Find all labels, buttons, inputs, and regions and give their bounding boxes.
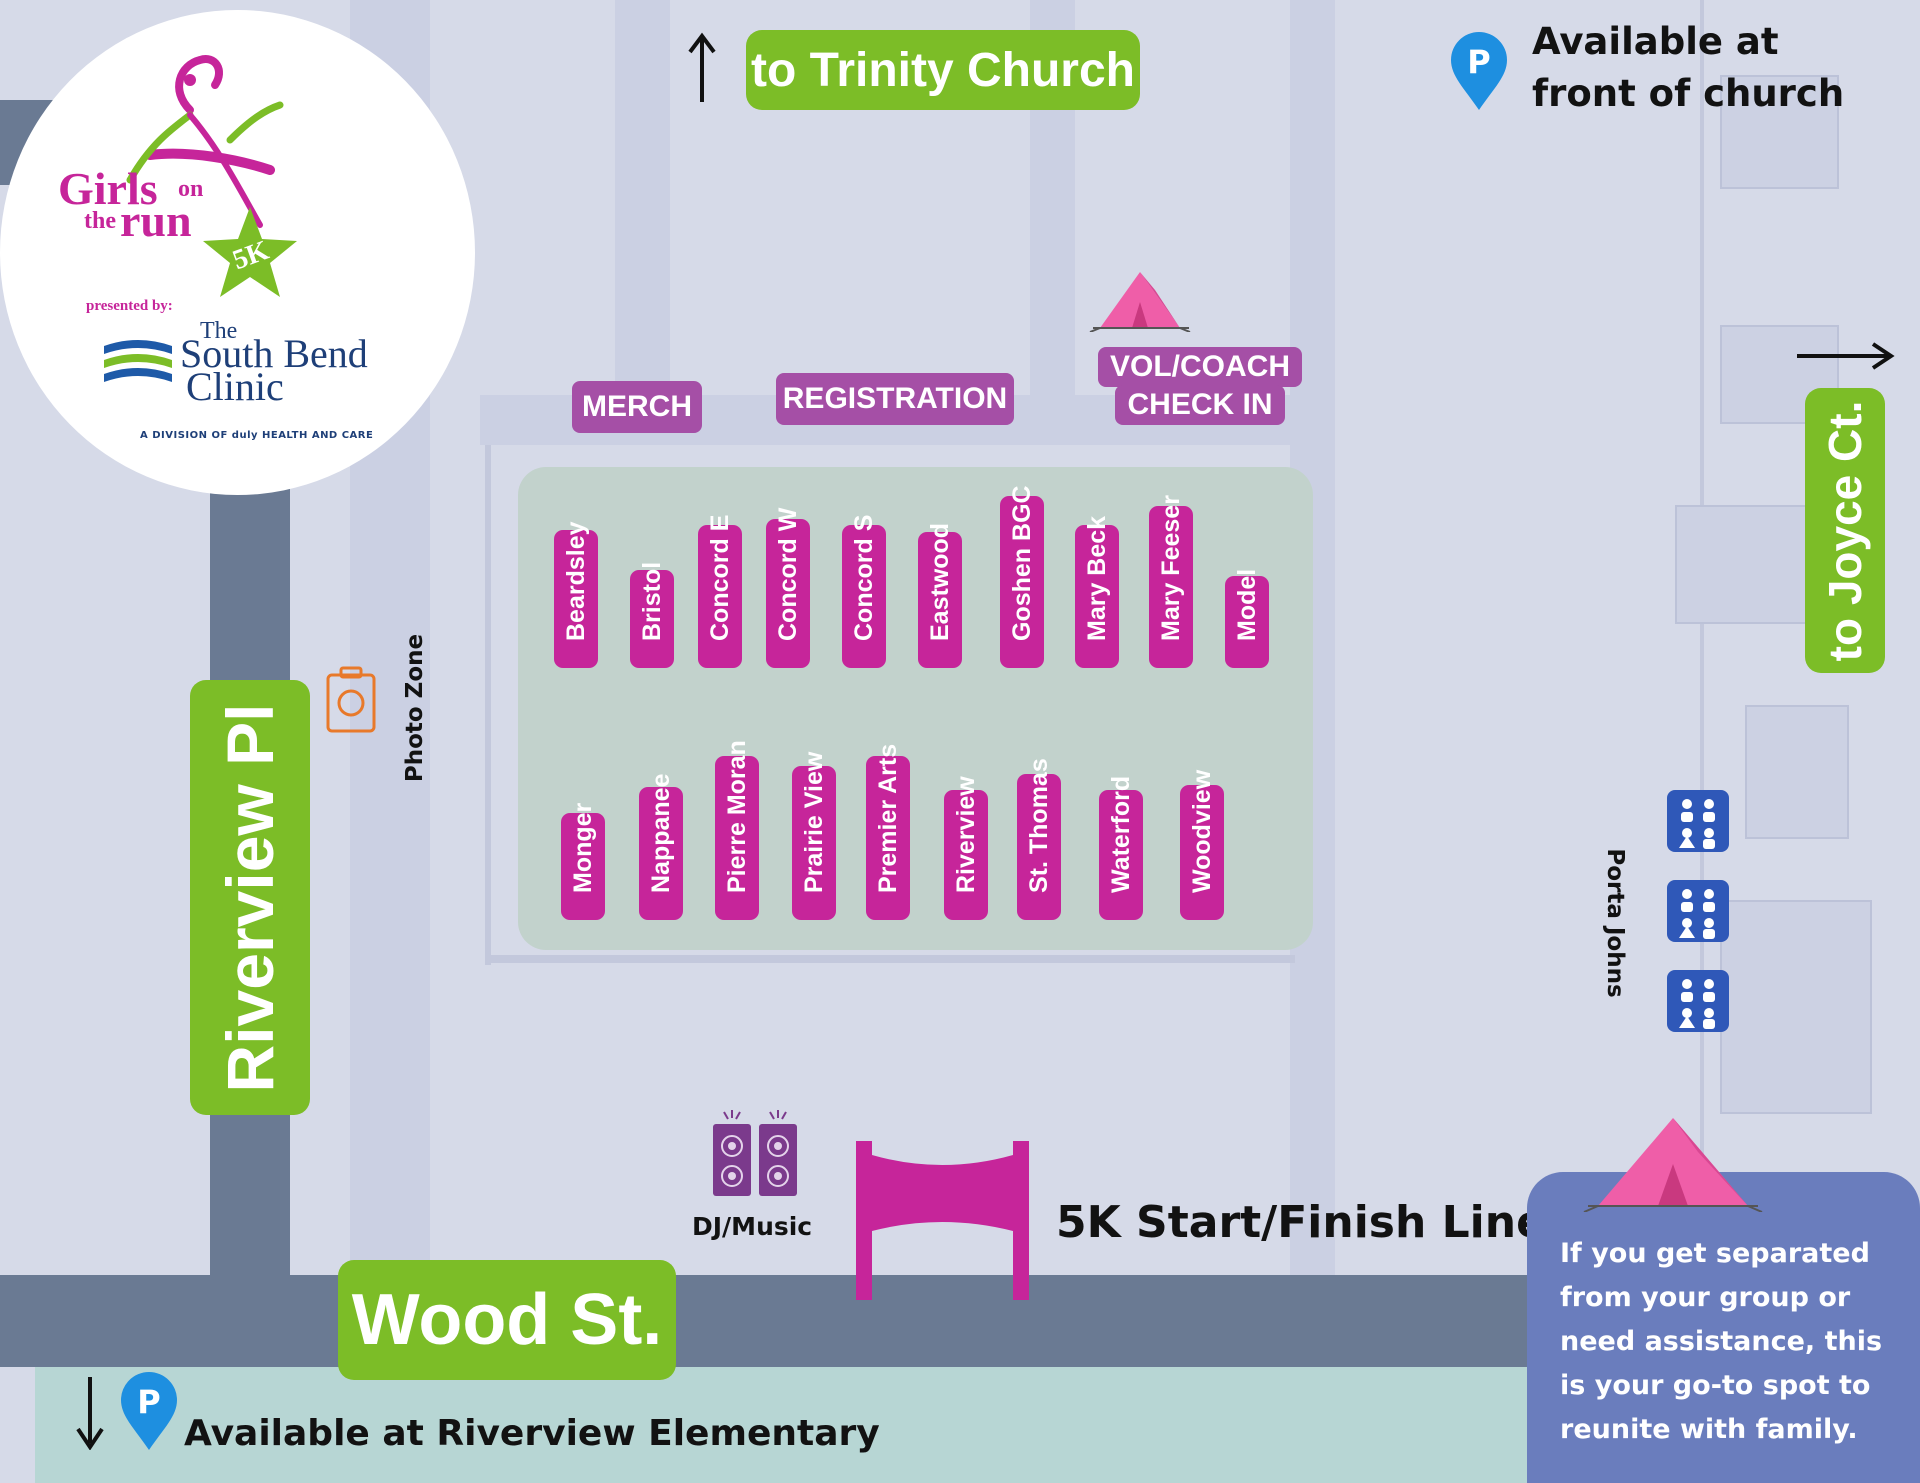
school-label: Prairie View <box>800 751 828 893</box>
school-label: Concord E <box>706 514 734 641</box>
school-corral-bristol: Bristol <box>630 562 674 668</box>
parking-church-line1: Available at <box>1532 20 1779 63</box>
brand-run: run <box>120 195 192 246</box>
house <box>1720 75 1839 189</box>
school-corral-concord-w: Concord W <box>766 508 810 668</box>
clinic-logo-icon <box>104 340 172 382</box>
school-corral-riverview: Riverview <box>944 776 988 920</box>
brand-girls: Girls <box>58 163 158 214</box>
school-label: Monger <box>569 802 597 893</box>
house <box>1720 900 1872 1114</box>
school-label: Nappanee <box>647 773 675 893</box>
to-joyce-ct-sign-box: to Joyce Ct. <box>1805 388 1885 673</box>
merch-booth: MERCH <box>572 381 702 433</box>
background-road <box>615 0 670 440</box>
camera-icon <box>326 666 376 733</box>
start-finish-label: 5K Start/Finish Line <box>1056 1197 1546 1248</box>
to-joyce-ct-sign: to Joyce Ct. <box>1819 400 1871 661</box>
school-corral-waterford: Waterford <box>1099 776 1143 920</box>
svg-text:P: P <box>1467 43 1490 81</box>
porta-johns-label-box: Porta Johns <box>1598 840 1632 1005</box>
lot-line <box>485 445 491 965</box>
school-label: Beardsley <box>562 521 590 641</box>
school-corral-monger: Monger <box>561 803 605 920</box>
school-corral-st-thomas: St. Thomas <box>1017 758 1061 920</box>
lot-line <box>485 955 1295 963</box>
school-label: Pierre Moran <box>723 740 751 893</box>
wood-st-sign: Wood St. <box>338 1260 676 1380</box>
svg-text:P: P <box>137 1383 160 1421</box>
sponsor-clinic: Clinic <box>186 364 284 409</box>
school-label: St. Thomas <box>1025 758 1053 893</box>
school-label: Bristol <box>638 561 666 641</box>
parking-pin-icon: P <box>121 1372 177 1450</box>
dj-music-label: DJ/Music <box>692 1212 813 1241</box>
school-corral-goshen-bgc: Goshen BGC <box>1000 485 1044 668</box>
school-label: Concord S <box>850 514 878 641</box>
brand-the: the <box>84 208 116 234</box>
school-corral-concord-e: Concord E <box>698 515 742 668</box>
star-5k-icon <box>203 207 297 297</box>
brand-on: on <box>178 176 204 202</box>
school-corral-eastwood: Eastwood <box>918 523 962 668</box>
restroom-icon <box>1667 970 1729 1032</box>
parking-school-label: Available at Riverview Elementary <box>184 1413 880 1454</box>
porta-johns-label: Porta Johns <box>1602 847 1628 998</box>
parking-pin-icon: P <box>1451 32 1507 110</box>
school-corral-premier-arts: Premier Arts <box>866 744 910 920</box>
photo-zone-label-box: Photo Zone <box>398 620 432 795</box>
school-label: Premier Arts <box>874 743 902 893</box>
school-corral-pierre-moran: Pierre Moran <box>715 740 759 920</box>
reunite-text: If you get separated from your group or … <box>1560 1238 1883 1445</box>
up-arrow-icon <box>688 32 716 102</box>
school-corral-beardsley: Beardsley <box>554 521 598 668</box>
registration-booth: REGISTRATION <box>776 373 1014 425</box>
sponsor-division: A DIVISION OF duly HEALTH AND CARE <box>140 430 374 441</box>
vol-coach-checkin-booth: VOL/COACH CHECK IN <box>1098 342 1302 430</box>
school-label: Model <box>1233 568 1261 641</box>
vol-coach-line2: CHECK IN <box>1115 385 1285 425</box>
school-corral-woodview: Woodview <box>1180 770 1224 920</box>
presented-by: presented by: <box>86 298 173 314</box>
sponsor-south-bend: South Bend <box>180 331 368 376</box>
restroom-icon <box>1667 790 1729 852</box>
school-corral-concord-s: Concord S <box>842 515 886 668</box>
school-label: Eastwood <box>926 522 954 641</box>
start-finish-banner-icon <box>856 1141 1029 1300</box>
parking-church-line2: front of church <box>1532 72 1845 115</box>
runner-logo-icon <box>126 55 284 228</box>
school-corral-prairie-view: Prairie View <box>792 752 836 920</box>
reunite-info-box <box>1527 1172 1920 1483</box>
sponsor-the: The <box>200 318 238 344</box>
school-label: Mary Beck <box>1083 515 1111 641</box>
to-trinity-church-sign: to Trinity Church <box>746 30 1140 110</box>
house <box>1745 705 1849 839</box>
school-corral-model: Model <box>1225 569 1269 668</box>
school-label: Mary Feeser <box>1157 495 1185 641</box>
school-label: Goshen BGC <box>1008 485 1036 641</box>
restroom-icon <box>1667 880 1729 942</box>
riverview-pl-sign: Riverview Pl <box>213 703 287 1092</box>
school-label: Riverview <box>952 776 980 893</box>
tent-icon <box>1089 272 1191 332</box>
riverview-pl-sign-box: Riverview Pl <box>190 680 310 1115</box>
school-corral-mary-feeser: Mary Feeser <box>1149 495 1193 668</box>
vol-coach-line1: VOL/COACH <box>1098 347 1302 387</box>
school-label: Woodview <box>1188 769 1216 893</box>
right-arrow-icon <box>1797 342 1895 370</box>
school-label: Concord W <box>774 507 802 641</box>
school-corral-nappanee: Nappanee <box>639 774 683 920</box>
tent-icon <box>1583 1118 1763 1212</box>
school-corral-mary-beck: Mary Beck <box>1075 516 1119 668</box>
photo-zone-label: Photo Zone <box>402 633 428 782</box>
school-label: Waterford <box>1107 775 1135 893</box>
down-arrow-icon <box>76 1377 104 1450</box>
speaker-icon <box>713 1110 797 1196</box>
